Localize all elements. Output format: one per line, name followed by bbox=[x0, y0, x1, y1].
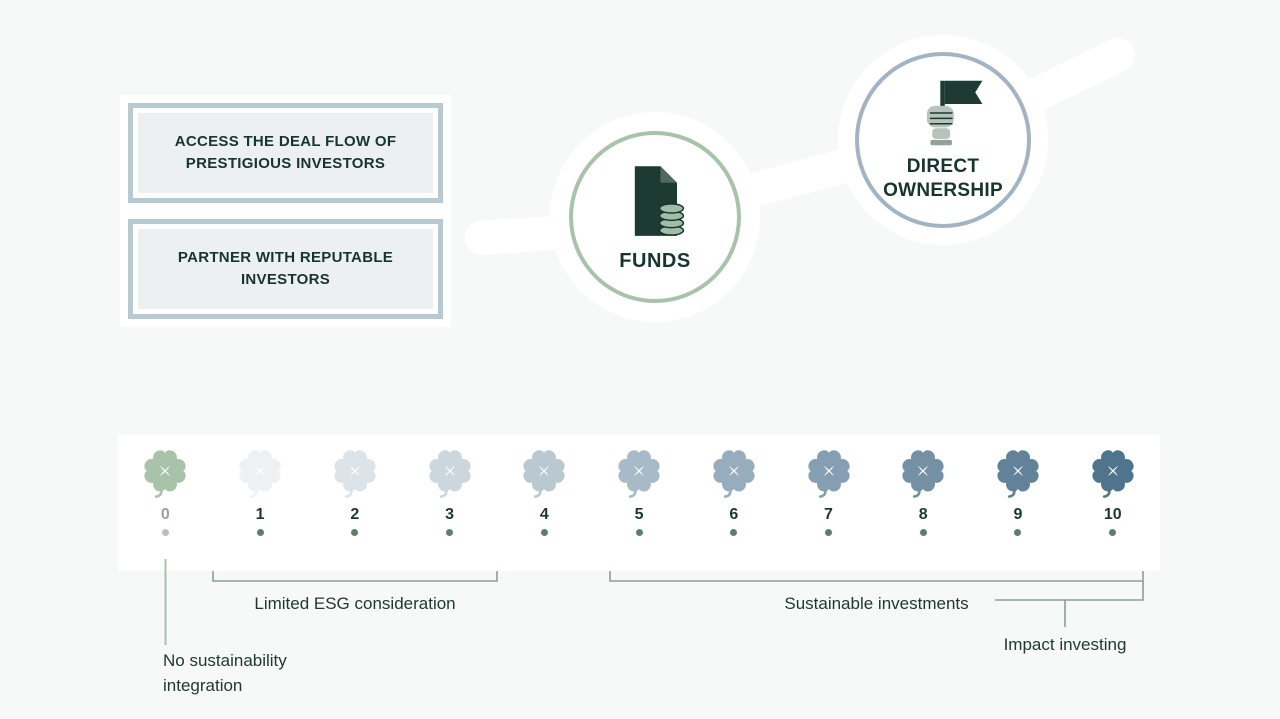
benefit-label-partner: PARTNER WITH REPUTABLE INVESTORS bbox=[177, 249, 394, 288]
scale-dot bbox=[256, 529, 264, 536]
scale-item: 0 bbox=[118, 448, 213, 571]
scale-item: 5 bbox=[592, 448, 687, 571]
benefit-box-inner: ACCESS THE DEAL FLOW OF PRESTIGIOUS INVE… bbox=[138, 113, 433, 193]
scale-dot bbox=[161, 529, 169, 536]
clover-icon bbox=[238, 448, 283, 498]
scale-number: 8 bbox=[918, 506, 928, 523]
scale-number: 2 bbox=[350, 506, 360, 523]
label-sustainable-investments: Sustainable investments bbox=[784, 594, 969, 613]
clover-icon bbox=[522, 448, 567, 498]
scale-item: 10 bbox=[1065, 448, 1160, 571]
benefit-panel: ACCESS THE DEAL FLOW OF PRESTIGIOUS INVE… bbox=[120, 95, 451, 327]
funds-node: FUNDS bbox=[550, 112, 760, 322]
scale-number: 0 bbox=[160, 506, 170, 523]
scale-item: 1 bbox=[213, 448, 308, 571]
scale-dot bbox=[446, 529, 454, 536]
scale-item: 8 bbox=[876, 448, 971, 571]
scale-number: 6 bbox=[729, 506, 739, 523]
label-impact-investing: Impact investing bbox=[1003, 635, 1127, 654]
scale-dot bbox=[919, 529, 927, 536]
scale-item: 6 bbox=[686, 448, 781, 571]
scale-dot bbox=[635, 529, 643, 536]
clover-icon bbox=[332, 448, 377, 498]
direct-ownership-node-inner: DIRECT OWNERSHIP bbox=[855, 52, 1031, 228]
benefit-box-deal-flow: ACCESS THE DEAL FLOW OF PRESTIGIOUS INVE… bbox=[128, 103, 443, 203]
esg-scale-panel: 0 1 2 3 4 5 6 7 8 bbox=[118, 435, 1160, 571]
clover-icon bbox=[806, 448, 851, 498]
funds-label: FUNDS bbox=[619, 249, 691, 272]
scale-dot bbox=[351, 529, 359, 536]
benefit-label-deal-flow: ACCESS THE DEAL FLOW OF PRESTIGIOUS INVE… bbox=[174, 133, 397, 172]
label-limited-esg: Limited ESG consideration bbox=[254, 594, 456, 613]
scale-number: 7 bbox=[824, 506, 833, 523]
scale-item: 7 bbox=[781, 448, 876, 571]
scale-number: 5 bbox=[634, 506, 644, 523]
clover-icon bbox=[427, 448, 472, 498]
scale-item: 9 bbox=[971, 448, 1066, 571]
hand-holding-flag-icon bbox=[926, 81, 983, 146]
scale-number: 3 bbox=[445, 506, 455, 523]
clover-icon bbox=[1090, 448, 1135, 498]
label-no-sustainability-line2: integration bbox=[163, 675, 243, 695]
label-no-sustainability: No sustainability integration bbox=[163, 649, 403, 698]
scale-number: 10 bbox=[1103, 506, 1122, 523]
document-with-coins-icon bbox=[634, 165, 685, 236]
scale-number: 4 bbox=[539, 506, 549, 523]
scale-dot bbox=[1109, 529, 1117, 536]
clover-icon bbox=[143, 448, 188, 498]
scale-dot bbox=[1014, 529, 1022, 536]
direct-ownership-label: DIRECT OWNERSHIP bbox=[883, 156, 1003, 201]
scale-item: 4 bbox=[497, 448, 592, 571]
clover-icon bbox=[901, 448, 946, 498]
scale-number: 1 bbox=[255, 506, 265, 523]
scale-item: 3 bbox=[402, 448, 497, 571]
scale-number: 9 bbox=[1013, 506, 1023, 523]
label-no-sustainability-line1: No sustainability bbox=[163, 651, 287, 670]
benefit-box-inner: PARTNER WITH REPUTABLE INVESTORS bbox=[138, 229, 433, 309]
direct-ownership-node: DIRECT OWNERSHIP bbox=[838, 35, 1048, 245]
clover-icon bbox=[617, 448, 662, 498]
clover-icon bbox=[995, 448, 1040, 498]
funds-node-inner: FUNDS bbox=[569, 131, 741, 303]
scale-dot bbox=[730, 529, 738, 536]
scale-dot bbox=[540, 529, 548, 536]
clover-icon bbox=[711, 448, 756, 498]
scale-dot bbox=[825, 529, 832, 536]
scale-item: 2 bbox=[307, 448, 402, 571]
benefit-box-partner: PARTNER WITH REPUTABLE INVESTORS bbox=[128, 219, 443, 319]
